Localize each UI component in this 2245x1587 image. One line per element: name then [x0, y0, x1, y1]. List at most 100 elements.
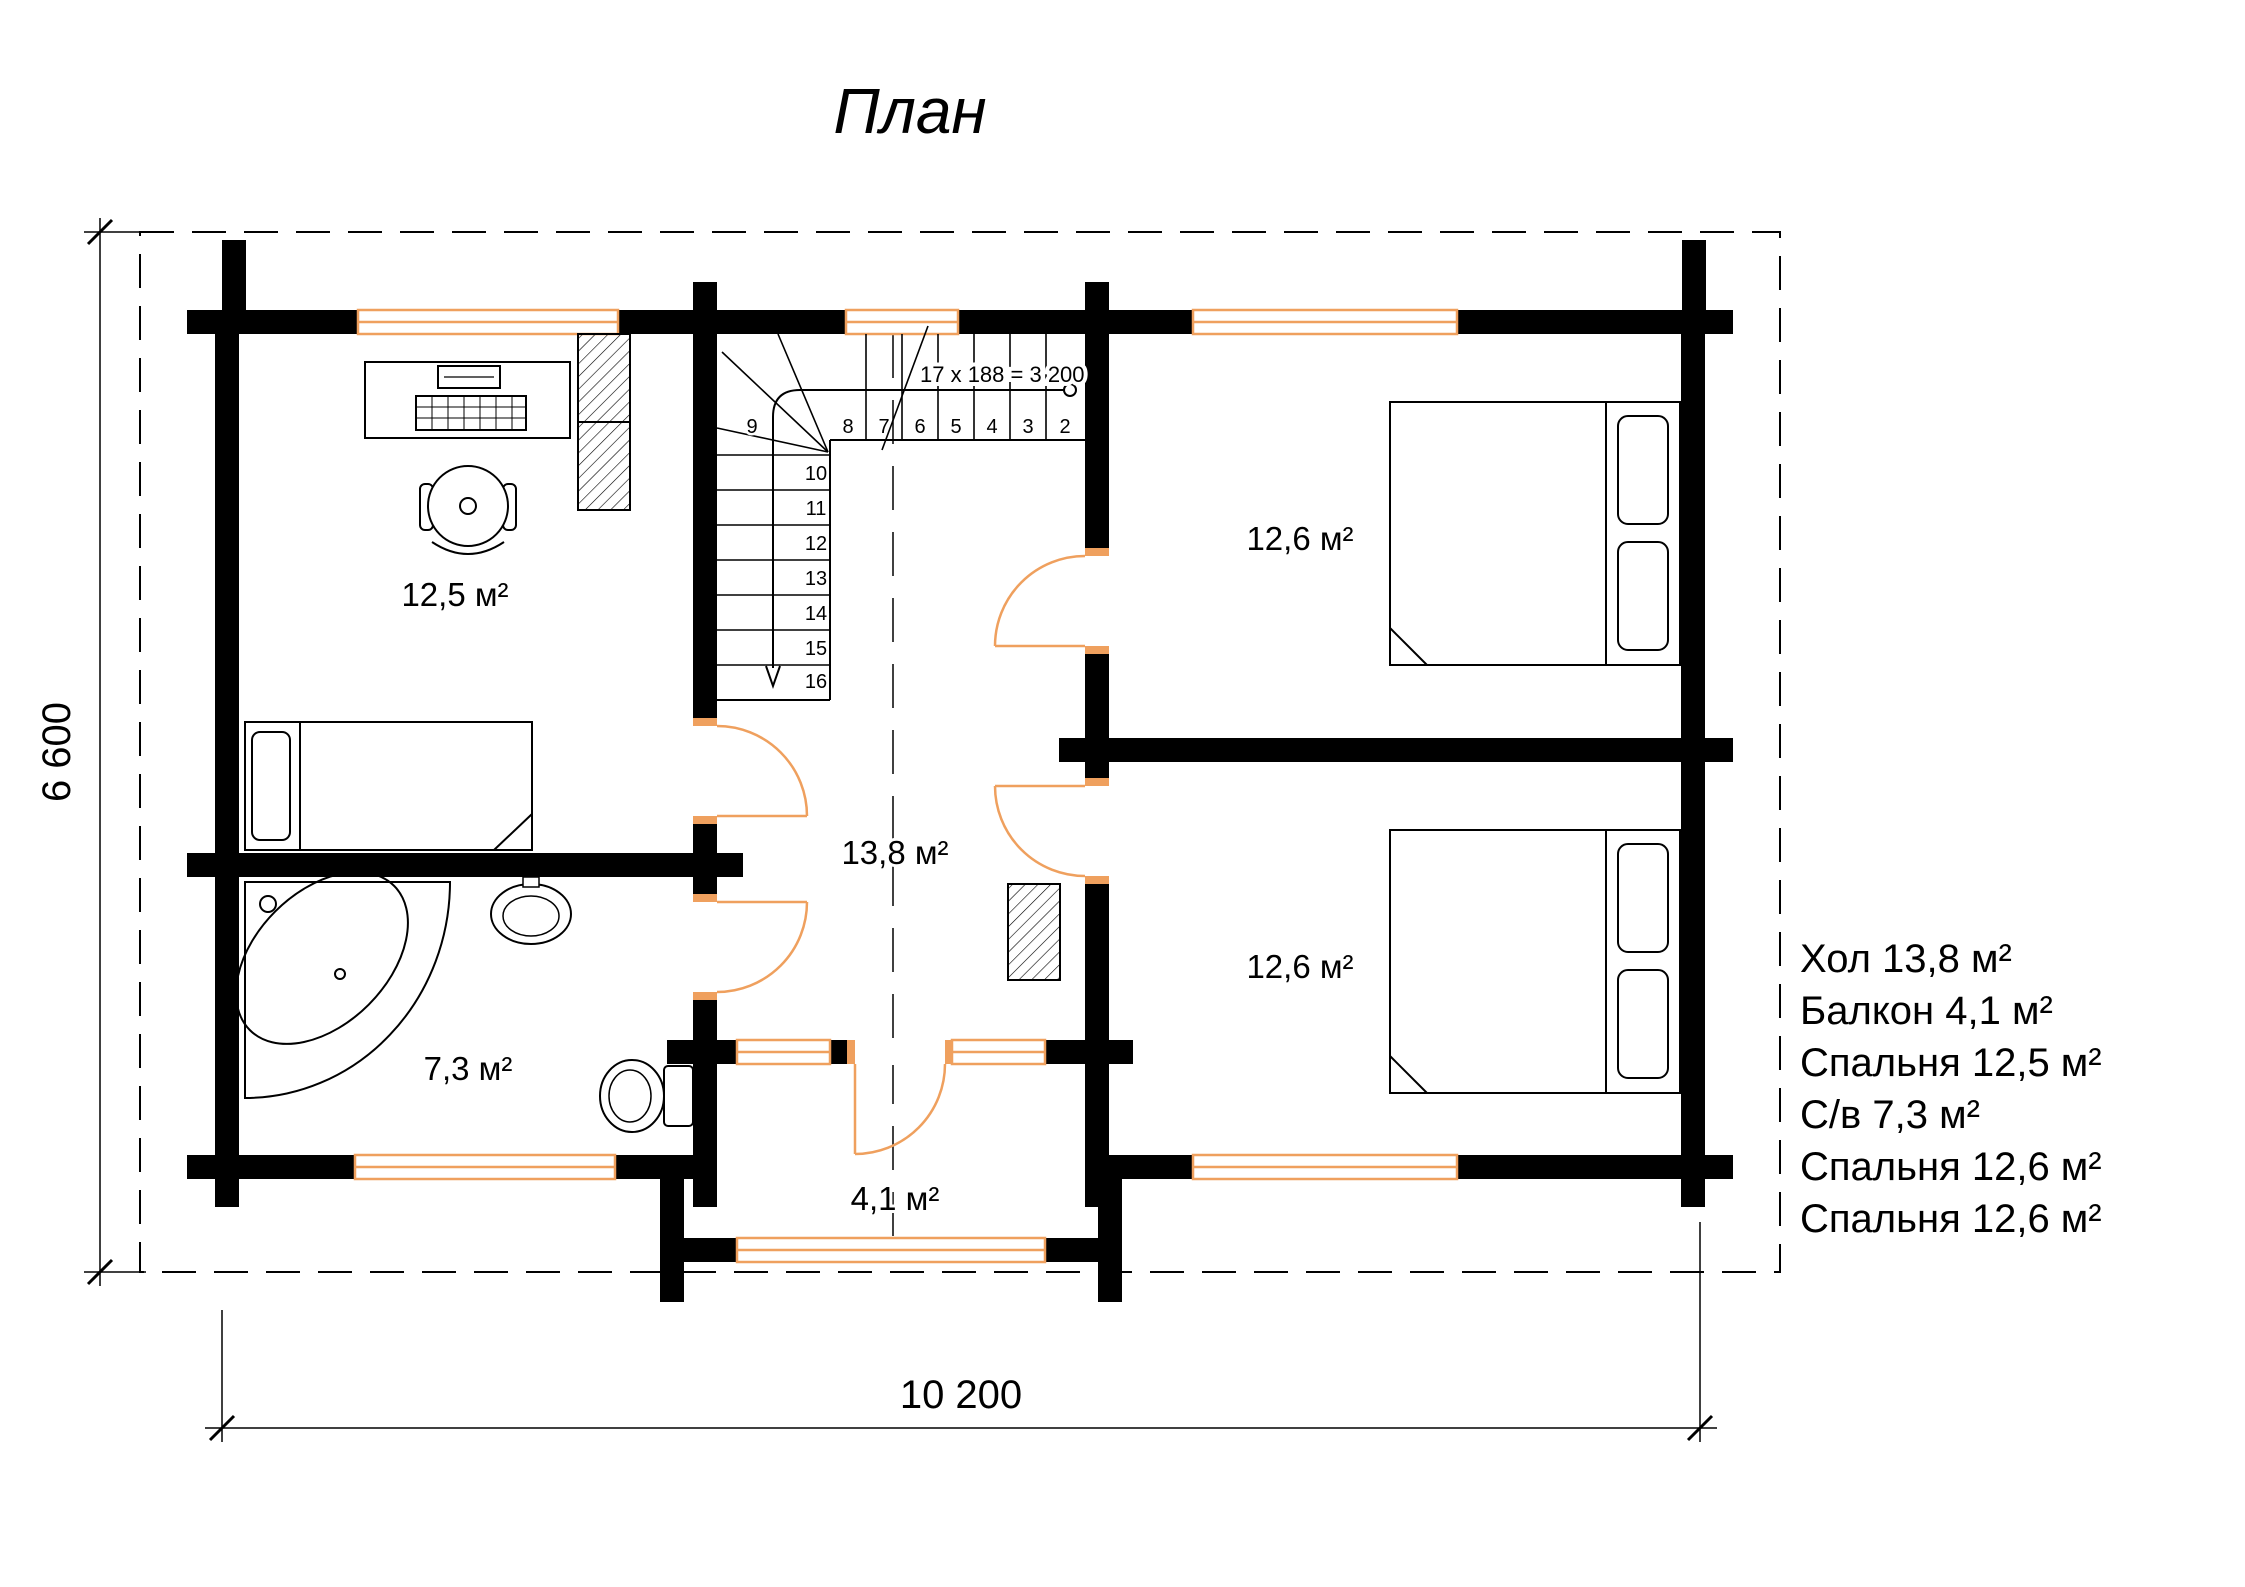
dimension-tick [86, 1258, 114, 1286]
stair-step-number: 16 [805, 671, 827, 693]
legend-line-bathroom: С/в 7,3 м² [1800, 1093, 1980, 1137]
door-jamb [1085, 646, 1109, 654]
toilet-seat [608, 1069, 652, 1123]
bed-frame [244, 721, 533, 851]
log-end [693, 282, 717, 310]
vent-shaft [1007, 883, 1061, 981]
legend-line-bedroom-2: Спальня 12,6 м² [1800, 1145, 2102, 1189]
pillow [1617, 415, 1669, 525]
log-end [187, 853, 215, 877]
dimension-tick [208, 1414, 236, 1442]
dimension-label-height: 6 600 [35, 702, 79, 802]
pillow [1617, 541, 1669, 651]
legend-group: Хол 13,8 м² Балкон 4,1 м² Спальня 12,5 м… [1800, 937, 2102, 1241]
doors-group [716, 554, 1086, 1156]
dimension-tick [86, 218, 114, 246]
stair-step-number: 12 [805, 533, 827, 555]
legend-line-balcony: Балкон 4,1 м² [1800, 989, 2053, 1033]
room-labels-group: 12,5 м² 12,6 м² 13,8 м² 12,6 м² 7,3 м² 4… [398, 517, 1356, 1220]
stair-step-number: 13 [805, 568, 827, 590]
stair-winder [777, 333, 829, 453]
blanket-fold [1389, 627, 1428, 666]
wall-balcony-east [1098, 1155, 1122, 1302]
wall-bathroom-divider [215, 853, 717, 877]
log-end [1705, 1155, 1733, 1179]
stair-step-number: 3 [1022, 416, 1033, 438]
sink [490, 876, 572, 945]
door-swing-arc [993, 785, 1086, 878]
door-jamb [693, 992, 717, 1000]
dimension-label-width: 10 200 [900, 1373, 1022, 1417]
page-title: План [833, 75, 986, 147]
vent-shafts-group [577, 333, 1061, 981]
log-end [693, 1179, 717, 1207]
stair-walk-line [772, 389, 1064, 668]
door-swing-arc [993, 554, 1086, 647]
door-jamb [1085, 876, 1109, 884]
bathtub-drain [334, 968, 346, 980]
stair-break-line [881, 325, 929, 451]
log-end [1085, 282, 1109, 310]
room-label-hall: 13,8 м² [841, 834, 948, 871]
stair-annotation: 17 x 188 = 3 200 [920, 362, 1085, 387]
bathtub-basin [235, 871, 409, 1045]
dimension-vertical: 6 600 [35, 218, 146, 1286]
room-label-bedroom-left: 12,5 м² [401, 576, 508, 613]
chair-hub [459, 497, 477, 515]
double-bed-top [1389, 401, 1681, 666]
stair-walkline-arrow [765, 665, 781, 690]
door-jamb [693, 816, 717, 824]
door-swing-arc [854, 1063, 947, 1156]
dimension-tick [1686, 1414, 1714, 1442]
double-bed-bottom [1389, 829, 1681, 1094]
corner-bathtub [235, 871, 452, 1100]
log-end [1059, 738, 1085, 762]
door-opening [692, 726, 718, 816]
log-end [1682, 240, 1706, 310]
windows-group [353, 308, 1459, 1264]
stair-step-number: 10 [805, 463, 827, 485]
room-label-bedroom-top-right: 12,6 м² [1246, 520, 1353, 557]
log-end [222, 240, 246, 310]
bathtub-rim [244, 881, 452, 1100]
door-opening [1084, 556, 1110, 646]
room-label-bathroom: 7,3 м² [424, 1050, 513, 1087]
legend-line-hall: Хол 13,8 м² [1800, 937, 2012, 981]
stair-step-number: 7 [878, 416, 889, 438]
desk [364, 361, 571, 439]
toilet [599, 1059, 694, 1133]
stair-step-number: 14 [805, 603, 827, 625]
log-end [1705, 738, 1733, 762]
door-jamb [693, 718, 717, 726]
door-opening [1084, 786, 1110, 876]
door-opening [692, 902, 718, 992]
log-end [1107, 1040, 1133, 1064]
wall-balcony-west [660, 1155, 684, 1302]
pillow [1617, 969, 1669, 1079]
door-jamb [1085, 778, 1109, 786]
toilet-bowl [599, 1059, 665, 1133]
log-end [667, 1040, 693, 1064]
dimension-horizontal: 10 200 [205, 1222, 1717, 1442]
door-openings-group [692, 548, 1110, 1065]
legend-line-bedroom-1: Спальня 12,5 м² [1800, 1041, 2102, 1085]
bathtub-tap [259, 895, 277, 913]
keyboard-icon [415, 395, 527, 431]
stair-step-number: 4 [986, 416, 997, 438]
stair-step-number: 15 [805, 638, 827, 660]
sink-basin [502, 895, 560, 937]
single-bed [244, 721, 533, 851]
door-swing-arc [716, 901, 809, 994]
chair-back [431, 541, 505, 555]
furniture-group [235, 361, 1681, 1133]
room-label-bedroom-bottom-right: 12,6 м² [1246, 948, 1353, 985]
stair-step-number: 2 [1059, 416, 1070, 438]
wall-left [215, 310, 239, 1179]
room-label-balcony: 4,1 м² [851, 1180, 940, 1217]
stair-step-number: 5 [950, 416, 961, 438]
stair-step-number: 6 [914, 416, 925, 438]
door-opening [855, 1039, 945, 1065]
log-end [1705, 310, 1733, 334]
log-end [1681, 1179, 1705, 1207]
